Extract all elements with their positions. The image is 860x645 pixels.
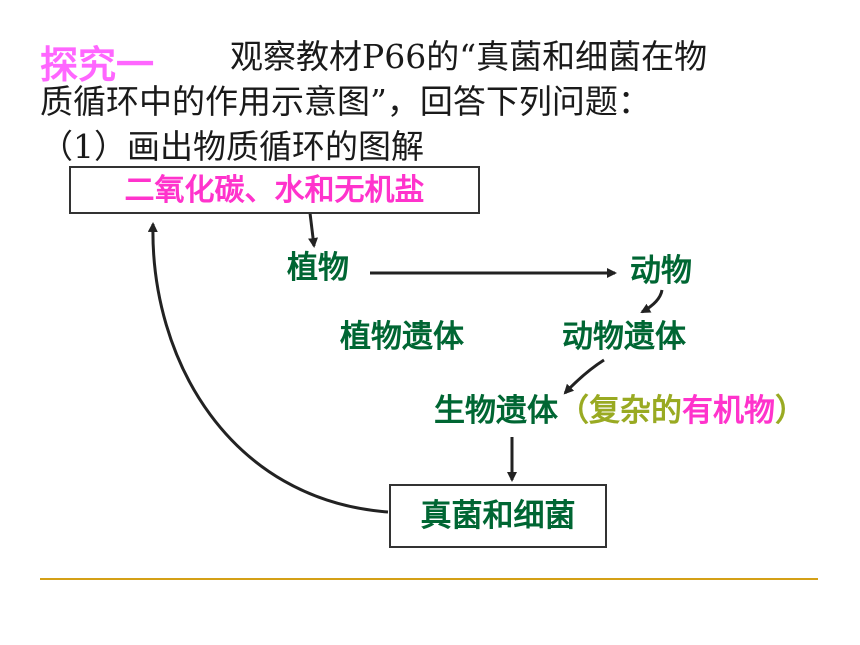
node-plant-remains: 植物遗体 <box>340 319 464 355</box>
node-animal: 动物 <box>630 253 692 289</box>
node-plant: 植物 <box>287 250 349 286</box>
node-fungi-bacteria: 真菌和细菌 <box>389 484 607 548</box>
heading-title: 探究一 <box>40 43 155 87</box>
arrow-animal-to-animal-remains <box>640 289 664 314</box>
heading-line3: （1）画出物质循环的图解 <box>40 127 424 166</box>
heading: 探究一 <box>40 34 154 89</box>
heading-line1: 观察教材P66的“真菌和细菌在物 <box>230 37 708 76</box>
node-inorganic: 二氧化碳、水和无机盐 <box>69 166 480 214</box>
heading-line2: 质循环中的作用示意图”，回答下列问题： <box>40 82 651 121</box>
divider-rule <box>40 578 818 580</box>
arrow-fungi-to-inorganic <box>147 222 389 514</box>
arrow-animal-remains-to-bio-remains <box>563 358 605 395</box>
arrow-inorganic-to-plant <box>308 212 319 248</box>
node-animal-remains: 动物遗体 <box>562 319 686 355</box>
node-bio-remains: 生物遗体（复杂的有机物） <box>434 393 806 429</box>
